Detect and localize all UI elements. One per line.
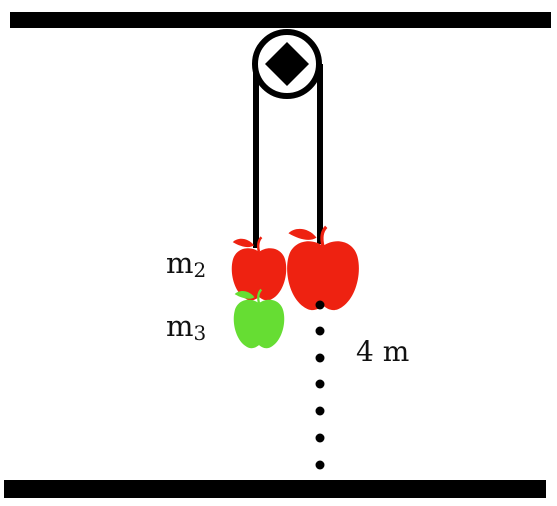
label-m2-subscript: 2 [194,258,207,282]
pulley-icon [252,29,322,99]
label-m2-base: m [166,246,194,280]
label-m2: m2 [166,246,206,282]
label-distance: 4 m [356,335,409,368]
distance-dot [315,300,325,310]
red-apple-right-icon [287,225,359,311]
label-m3: m3 [166,309,206,345]
label-m3-subscript: 3 [194,321,207,345]
red-apple-m2-icon [231,236,287,301]
distance-dot [315,353,325,363]
green-apple-m3-icon [233,288,285,349]
distance-dot [315,460,325,470]
distance-dot [315,433,325,443]
ceiling-bar [10,12,551,28]
floor-bar [4,480,546,498]
distance-dotted-line [315,300,325,470]
distance-dot [315,326,325,336]
distance-dot [315,406,325,416]
distance-dot [315,379,325,389]
label-m3-base: m [166,309,194,343]
